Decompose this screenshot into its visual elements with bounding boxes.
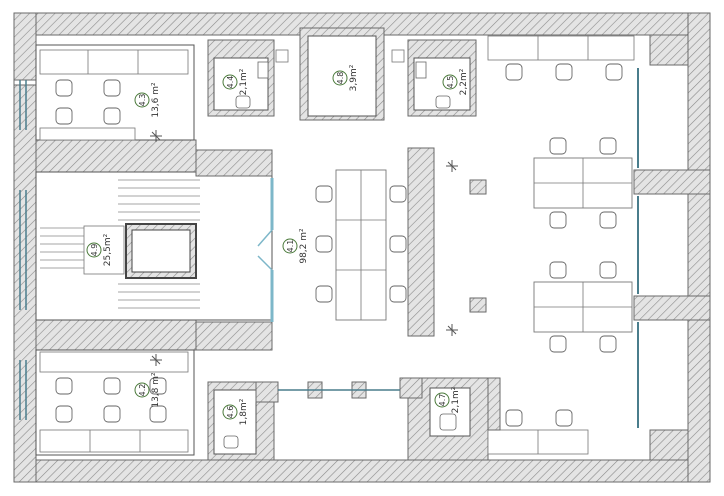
left-windows bbox=[19, 80, 27, 420]
room-id: 4.7 bbox=[438, 394, 447, 407]
room-id: 4.9 bbox=[90, 244, 99, 257]
label-4-3: 4.3 13,6 m² bbox=[134, 82, 161, 118]
label-4-4: 4.4 2,1m² bbox=[222, 68, 249, 95]
staircase-4-9 bbox=[35, 171, 273, 321]
room-area: 13,6 m² bbox=[151, 82, 161, 118]
label-4-9: 4.9 25,5m² bbox=[86, 233, 113, 266]
stair-walls bbox=[195, 149, 273, 351]
room-id: 4.2 bbox=[138, 384, 147, 397]
label-4-7: 4.7 2,1m² bbox=[434, 386, 461, 413]
label-4-8: 4.8 3,9m² bbox=[332, 64, 359, 91]
column bbox=[469, 297, 487, 313]
central-table bbox=[315, 169, 407, 321]
label-4-2: 4.2 13,8 m² bbox=[134, 372, 161, 408]
room-id: 4.6 bbox=[226, 406, 235, 419]
label-4-6: 4.6 1,8m² bbox=[222, 398, 249, 425]
door-swing bbox=[257, 229, 273, 271]
room-area: 2,1m² bbox=[239, 68, 249, 95]
room-id: 4.3 bbox=[138, 94, 147, 107]
room-area: 1,8m² bbox=[239, 398, 249, 425]
room-area: 13,8 m² bbox=[151, 372, 161, 408]
room-area: 25,5m² bbox=[103, 233, 113, 266]
column bbox=[469, 179, 487, 195]
corridor-walls bbox=[487, 377, 501, 431]
room-4-5 bbox=[407, 39, 477, 117]
light-markers bbox=[150, 130, 458, 366]
room-id: 4.4 bbox=[226, 76, 235, 89]
room-id: 4.1 bbox=[286, 240, 295, 253]
label-4-5: 4.5 2,2m² bbox=[442, 68, 469, 95]
central-partition bbox=[407, 147, 435, 337]
room-id: 4.5 bbox=[446, 76, 455, 89]
room-area: 3,9m² bbox=[349, 64, 359, 91]
entrance-glass bbox=[255, 377, 423, 403]
right-desks bbox=[487, 35, 635, 455]
label-4-1: 4.1 98,2 m² bbox=[282, 228, 309, 264]
room-4-2 bbox=[35, 349, 195, 456]
room-area: 2,2m² bbox=[459, 68, 469, 95]
room-area: 2,1m² bbox=[451, 386, 461, 413]
small-fixtures bbox=[275, 49, 405, 63]
room-4-7 bbox=[429, 387, 471, 437]
room-4-3 bbox=[35, 44, 195, 141]
room-area: 98,2 m² bbox=[299, 228, 309, 264]
room-4-4 bbox=[207, 39, 275, 117]
room-id: 4.8 bbox=[336, 72, 345, 85]
